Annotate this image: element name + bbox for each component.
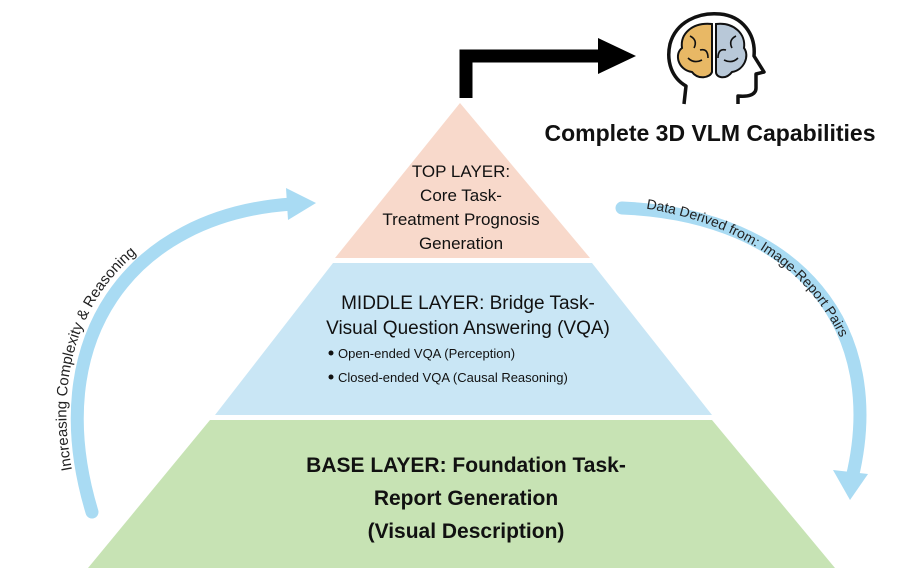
middle-layer-shape <box>215 263 712 415</box>
top-layer-line2: Core Task- <box>420 186 502 205</box>
middle-layer-bullet-2: Closed-ended VQA (Causal Reasoning) <box>338 370 568 385</box>
black-elbow-arrow-icon <box>459 38 636 98</box>
middle-layer-subtitle: Visual Question Answering (VQA) <box>326 318 610 339</box>
middle-layer-text: MIDDLE LAYER: Bridge Task- Visual Questi… <box>326 293 610 385</box>
curved-arrow-right-icon <box>615 201 868 500</box>
curved-arrow-left-icon <box>70 188 316 519</box>
right-arrow-label: Data Derived from: Image-Report Pairs <box>645 196 852 340</box>
base-layer-shape <box>88 420 835 568</box>
capability-label: Complete 3D VLM Capabilities <box>544 120 875 146</box>
base-layer-text: BASE LAYER: Foundation Task- Report Gene… <box>306 454 626 543</box>
bullet-dot <box>328 350 334 356</box>
brain-head-icon <box>658 6 766 110</box>
base-layer-line2: Report Generation <box>374 487 558 510</box>
top-layer-text: TOP LAYER: Core Task- Treatment Prognosi… <box>382 162 539 253</box>
top-layer-line3: Treatment Prognosis <box>382 210 539 229</box>
top-layer-title: TOP LAYER: <box>412 162 510 181</box>
middle-layer-title: MIDDLE LAYER: Bridge Task- <box>341 293 595 314</box>
top-layer-shape <box>335 103 590 258</box>
base-layer-line3: (Visual Description) <box>368 520 565 543</box>
middle-layer-bullet-1: Open-ended VQA (Perception) <box>338 346 515 361</box>
top-layer-line4: Generation <box>419 234 503 253</box>
bullet-dot <box>328 374 334 380</box>
base-layer-title: BASE LAYER: Foundation Task- <box>306 454 626 477</box>
